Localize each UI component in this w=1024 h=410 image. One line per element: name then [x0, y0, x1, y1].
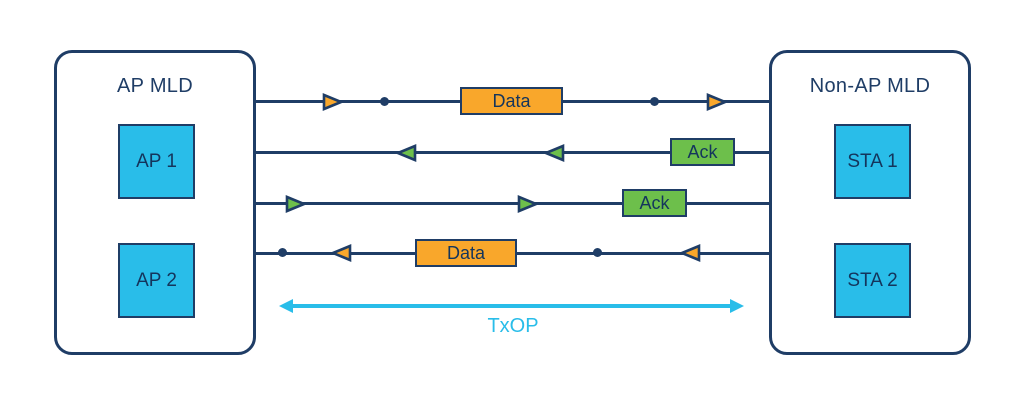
ap-mld-title: AP MLD — [117, 75, 193, 97]
node-label: STA 1 — [847, 150, 898, 172]
non-ap-mld-box: Non-AP MLD STA 1 STA 2 — [769, 50, 971, 355]
frame-label: Ack — [687, 141, 718, 162]
data-frame-badge: Data — [460, 87, 563, 115]
node-sta-2: STA 2 — [834, 243, 911, 318]
arrow-right-icon — [285, 195, 306, 213]
link-line-3 — [256, 202, 770, 205]
frame-label: Data — [492, 90, 531, 111]
node-sta-1: STA 1 — [834, 124, 911, 199]
arrow-right-icon — [517, 195, 538, 213]
ack-frame-badge: Ack — [622, 189, 687, 217]
arrow-left-icon — [544, 144, 565, 162]
dot-icon — [650, 97, 659, 106]
ap-mld-box: AP MLD AP 1 AP 2 — [54, 50, 256, 355]
txop-arrow — [290, 304, 732, 308]
arrow-left-icon — [331, 244, 352, 262]
node-ap-2: AP 2 — [118, 243, 195, 318]
node-label: STA 2 — [847, 269, 898, 291]
dot-icon — [380, 97, 389, 106]
txop-arrowhead-right-icon — [730, 299, 744, 313]
frame-label: Ack — [639, 192, 670, 213]
dot-icon — [593, 248, 602, 257]
arrow-right-icon — [322, 93, 343, 111]
node-label: AP 2 — [136, 269, 177, 291]
frame-label: Data — [446, 242, 486, 263]
txop-label: TxOP — [487, 315, 539, 337]
dot-icon — [278, 248, 287, 257]
node-label: AP 1 — [136, 150, 177, 172]
link-line-2 — [256, 151, 770, 154]
arrow-right-icon — [706, 93, 727, 111]
ack-frame-badge: Ack — [670, 138, 735, 166]
txop-arrowhead-left-icon — [279, 299, 293, 313]
arrow-left-icon — [680, 244, 701, 262]
data-frame-badge: Data — [415, 239, 517, 267]
non-ap-mld-title: Non-AP MLD — [809, 75, 931, 97]
arrow-left-icon — [396, 144, 417, 162]
node-ap-1: AP 1 — [118, 124, 195, 199]
